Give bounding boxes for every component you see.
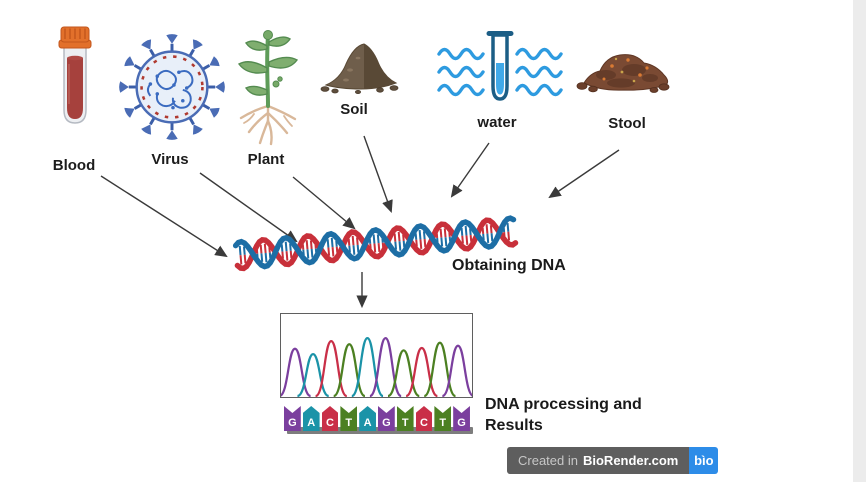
- stool-icon: [576, 54, 670, 93]
- dna-helix: [232, 215, 519, 272]
- base-tag-C: C: [321, 406, 339, 431]
- label-stool: Stool: [608, 115, 646, 132]
- biorender-badge[interactable]: Created in BioRender.com bìo: [507, 447, 719, 474]
- processing-results-label: DNA processing and Results: [485, 395, 695, 437]
- base-tag-G: G: [284, 406, 301, 431]
- water-icon: [437, 31, 563, 101]
- arrow-water-to-dna: [450, 142, 490, 198]
- base-tag-G: G: [377, 406, 395, 431]
- chromatogram-peaks: [281, 337, 472, 397]
- biorender-badge-text: Created in BioRender.com: [507, 447, 690, 474]
- peak-G: [441, 344, 472, 397]
- label-blood: Blood: [52, 157, 96, 174]
- processing-line2: Results: [485, 416, 543, 434]
- arrow-soil-to-dna: [363, 135, 393, 213]
- source-water: [436, 28, 564, 113]
- soil-icon: [320, 43, 399, 95]
- arrow-stool-to-dna: [548, 149, 620, 199]
- biorender-brand-text: BioRender.com: [582, 453, 679, 468]
- blood-tube-icon: [58, 26, 92, 124]
- base-tag-T: T: [434, 406, 452, 431]
- virus-icon: [119, 34, 225, 140]
- label-water: water: [477, 114, 517, 131]
- source-soil: [320, 40, 402, 99]
- biorender-logo-icon: bìo: [689, 447, 719, 474]
- chromatogram-box: [280, 313, 473, 398]
- peak-A: [350, 337, 385, 397]
- peak-G: [281, 347, 312, 397]
- base-tag-T: T: [340, 406, 358, 431]
- label-plant: Plant: [247, 151, 285, 168]
- processing-line1: DNA processing and: [485, 396, 642, 413]
- peak-C: [405, 346, 439, 397]
- source-blood: [52, 26, 98, 141]
- peak-A: [296, 353, 330, 397]
- peak-T: [423, 341, 457, 397]
- label-virus: Virus: [151, 151, 189, 168]
- base-tag-T: T: [396, 406, 414, 431]
- peak-T: [333, 343, 366, 397]
- created-in-text: Created in: [518, 453, 578, 468]
- peak-T: [387, 349, 420, 397]
- source-plant: [226, 26, 310, 153]
- arrow-blood-to-dna: [100, 175, 228, 258]
- plant-icon: [237, 30, 299, 146]
- base-tag-A: A: [359, 406, 376, 431]
- source-stool: [576, 45, 674, 98]
- obtaining-dna-label: Obtaining DNA: [452, 257, 566, 274]
- label-soil: Soil: [340, 101, 368, 118]
- peak-C: [314, 340, 348, 397]
- base-tag-A: A: [302, 406, 320, 431]
- base-tag-G: G: [453, 406, 470, 431]
- base-tag-C: C: [415, 406, 433, 431]
- page-edge-strip: [853, 0, 866, 482]
- source-virus: [118, 32, 226, 147]
